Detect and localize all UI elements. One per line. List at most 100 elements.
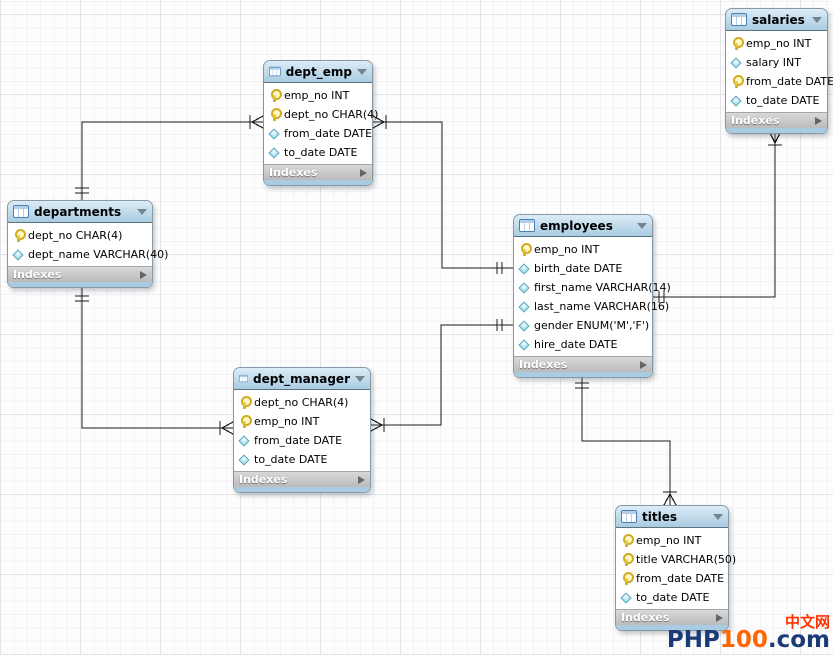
- field-from_date[interactable]: from_date DATE: [726, 72, 833, 91]
- field-to_date[interactable]: to_date DATE: [264, 143, 372, 162]
- watermark-url-text: PHP100.com: [667, 629, 830, 652]
- table-title: departments: [34, 204, 122, 219]
- field-to_date[interactable]: to_date DATE: [726, 91, 827, 110]
- table-departments[interactable]: departments dept_no CHAR(4) dept_name VAR…: [7, 200, 168, 288]
- connector-departments-dept_emp-mark: [251, 121, 264, 129]
- field-dept_no[interactable]: dept_no CHAR(4): [264, 105, 378, 124]
- field-label: gender ENUM('M','F'): [534, 319, 650, 332]
- field-last_name[interactable]: last_name VARCHAR(16): [514, 297, 669, 316]
- watermark-cn-text: 中文网: [784, 613, 830, 631]
- table-dept_emp[interactable]: dept_emp emp_no INT dept_no CHAR(4) from_d…: [263, 60, 378, 186]
- field-gender[interactable]: gender ENUM('M','F'): [514, 316, 652, 335]
- field-emp_no[interactable]: emp_no INT: [616, 531, 728, 550]
- table-header[interactable]: employees: [514, 215, 652, 237]
- field-to_date[interactable]: to_date DATE: [234, 450, 370, 469]
- field-label: dept_no CHAR(4): [28, 229, 123, 242]
- connector-departments-dept_manager[interactable]: [81, 285, 233, 429]
- field-list: dept_no CHAR(4) dept_name VARCHAR(40): [8, 223, 168, 266]
- indexes-row[interactable]: Indexes: [264, 164, 372, 180]
- key-icon: [239, 414, 252, 429]
- table-bottom-strip: [726, 128, 827, 133]
- table-bottom-strip: [264, 180, 372, 185]
- table-title: salaries: [752, 12, 805, 27]
- field-label: emp_no INT: [636, 534, 702, 547]
- field-dept_no[interactable]: dept_no CHAR(4): [234, 393, 370, 412]
- connector-departments-dept_emp[interactable]: [81, 121, 263, 200]
- field-from_date[interactable]: from_date DATE: [234, 431, 370, 450]
- table-title: dept_manager: [253, 371, 350, 386]
- table-header[interactable]: dept_emp: [264, 61, 372, 83]
- field-label: from_date DATE: [746, 75, 833, 88]
- connector-employees-titles-mark: [663, 493, 671, 506]
- field-salary[interactable]: salary INT: [726, 53, 827, 72]
- collapse-arrow-icon[interactable]: [812, 16, 822, 23]
- table-dept_manager[interactable]: dept_manager dept_no CHAR(4) emp_no INT fr…: [233, 367, 371, 493]
- table-header[interactable]: salaries: [726, 9, 827, 31]
- indexes-row[interactable]: Indexes: [8, 266, 152, 282]
- table-icon: [239, 374, 249, 383]
- collapse-arrow-icon[interactable]: [137, 208, 147, 215]
- diamond-icon: [730, 56, 742, 69]
- field-list: emp_no INT dept_no CHAR(4) from_date DATE t…: [264, 83, 378, 164]
- field-label: to_date DATE: [746, 94, 820, 107]
- diamond-icon: [730, 94, 742, 107]
- field-label: first_name VARCHAR(14): [534, 281, 671, 294]
- table-titles[interactable]: titles emp_no INT title VARCHAR(50)from_d…: [615, 505, 736, 631]
- field-hire_date[interactable]: hire_date DATE: [514, 335, 652, 354]
- watermark-com: .com: [767, 627, 830, 653]
- collapse-arrow-icon[interactable]: [637, 222, 647, 229]
- connector-employees-titles-mark: [669, 493, 677, 506]
- indexes-row[interactable]: Indexes: [726, 112, 827, 128]
- field-title[interactable]: title VARCHAR(50): [616, 550, 736, 569]
- table-icon: [13, 205, 29, 218]
- diamond-icon: [268, 146, 280, 159]
- collapse-arrow-icon[interactable]: [357, 68, 367, 75]
- diamond-icon: [238, 453, 250, 466]
- field-emp_no[interactable]: emp_no INT: [264, 86, 372, 105]
- collapse-arrow-icon[interactable]: [713, 513, 723, 520]
- connector-employees-titles[interactable]: [581, 375, 671, 505]
- field-list: dept_no CHAR(4) emp_no INT from_date DATE t…: [234, 390, 370, 471]
- field-label: from_date DATE: [254, 434, 343, 447]
- field-emp_no[interactable]: emp_no INT: [234, 412, 370, 431]
- field-dept_name[interactable]: dept_name VARCHAR(40): [8, 245, 168, 264]
- table-header[interactable]: titles: [616, 506, 728, 528]
- field-emp_no[interactable]: emp_no INT: [514, 240, 652, 259]
- field-label: dept_no CHAR(4): [284, 108, 379, 121]
- field-to_date[interactable]: to_date DATE: [616, 588, 728, 607]
- diamond-icon: [518, 300, 530, 313]
- key-icon: [13, 228, 26, 243]
- field-from_date[interactable]: from_date DATE: [616, 569, 728, 588]
- field-dept_no[interactable]: dept_no CHAR(4): [8, 226, 152, 245]
- connector-dept_manager-employees[interactable]: [371, 324, 513, 426]
- key-icon: [269, 88, 282, 103]
- connector-dept_emp-employees-mark: [372, 121, 385, 129]
- collapse-arrow-icon[interactable]: [355, 375, 365, 382]
- diamond-icon: [620, 591, 632, 604]
- table-bottom-strip: [514, 372, 652, 377]
- indexes-row[interactable]: Indexes: [616, 609, 728, 625]
- diamond-icon: [518, 338, 530, 351]
- expand-arrow-icon: [140, 270, 147, 279]
- connector-dept_emp-employees[interactable]: [373, 121, 513, 269]
- table-title: titles: [642, 509, 677, 524]
- field-label: to_date DATE: [284, 146, 358, 159]
- field-emp_no[interactable]: emp_no INT: [726, 34, 827, 53]
- field-first_name[interactable]: first_name VARCHAR(14): [514, 278, 671, 297]
- indexes-row[interactable]: Indexes: [234, 471, 370, 487]
- indexes-label: Indexes: [239, 473, 288, 486]
- expand-arrow-icon: [360, 168, 367, 177]
- table-header[interactable]: departments: [8, 201, 152, 223]
- indexes-row[interactable]: Indexes: [514, 356, 652, 372]
- field-label: dept_no CHAR(4): [254, 396, 349, 409]
- connector-employees-salaries[interactable]: [653, 131, 776, 298]
- table-header[interactable]: dept_manager: [234, 368, 370, 390]
- field-label: to_date DATE: [254, 453, 328, 466]
- field-from_date[interactable]: from_date DATE: [264, 124, 372, 143]
- field-birth_date[interactable]: birth_date DATE: [514, 259, 652, 278]
- indexes-label: Indexes: [269, 166, 318, 179]
